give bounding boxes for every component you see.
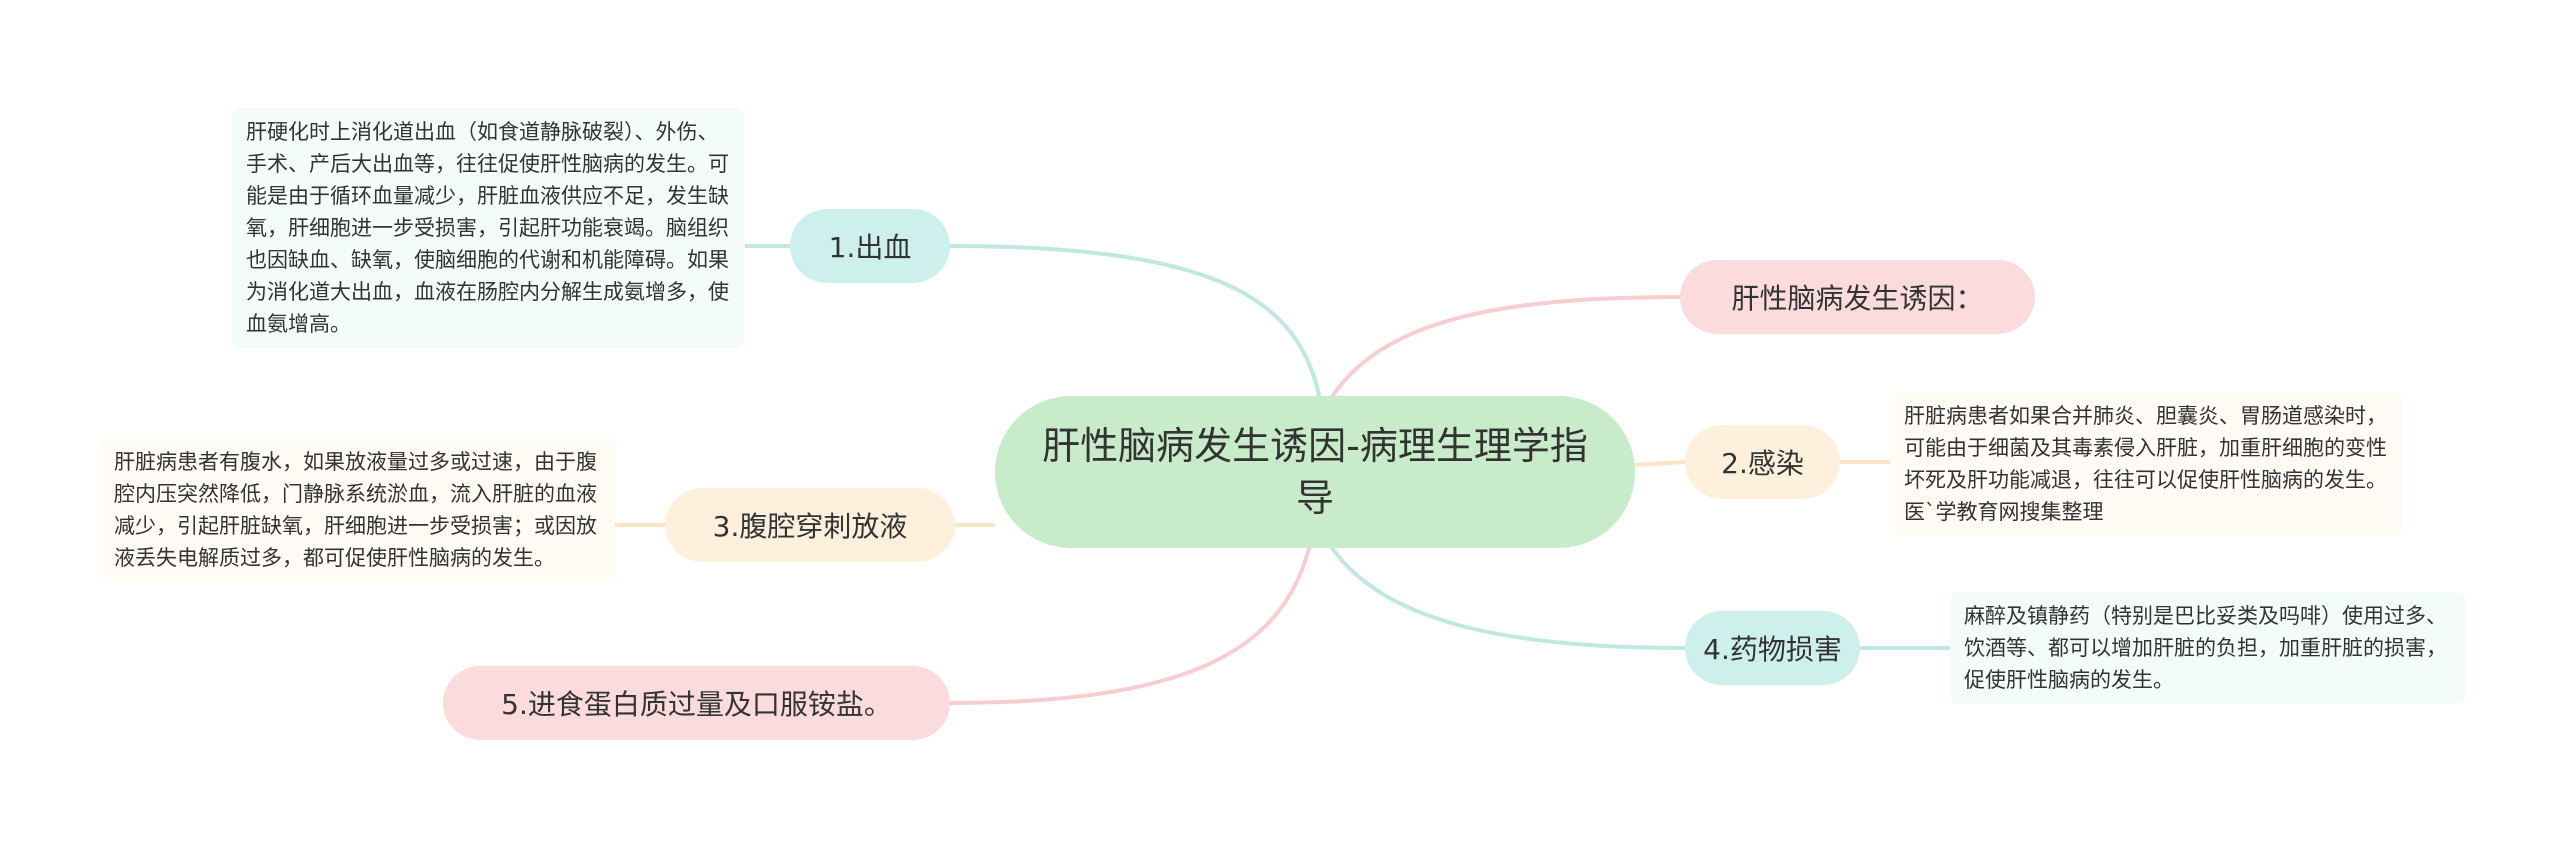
branch-bleeding-label: 1.出血 xyxy=(828,231,912,264)
note-paracentesis-text: 肝脏病患者有腹水，如果放液量过多或过速，由于腹腔内压突然降低，门静脉系统淤血，流… xyxy=(114,450,597,570)
link-drug xyxy=(1328,543,1686,650)
branch-paracentesis[interactable]: 3.腹腔穿刺放液 xyxy=(665,488,955,562)
branch-infection-label: 2.感染 xyxy=(1721,447,1804,480)
note-infection-text: 肝脏病患者如果合并肺炎、胆囊炎、胃肠道感染时，可能由于细菌及其毒素侵入肝脏，加重… xyxy=(1904,404,2387,524)
branch-bleeding[interactable]: 1.出血 xyxy=(790,209,950,283)
note-bleeding: 肝硬化时上消化道出血（如食道静脉破裂）、外伤、手术、产后大出血等，往往促使肝性脑… xyxy=(232,108,744,348)
link-protein xyxy=(949,544,1312,705)
branch-inducement-label: 肝性脑病发生诱因： xyxy=(1731,282,1984,315)
branch-protein[interactable]: 5.进食蛋白质过量及口服铵盐。 xyxy=(443,666,950,740)
branch-protein-label: 5.进食蛋白质过量及口服铵盐。 xyxy=(501,688,892,721)
branch-drug-label: 4.药物损害 xyxy=(1703,633,1842,666)
branch-infection[interactable]: 2.感染 xyxy=(1685,425,1840,499)
note-paracentesis: 肝脏病患者有腹水，如果放液量过多或过速，由于腹腔内压突然降低，门静脉系统淤血，流… xyxy=(100,438,615,582)
note-infection: 肝脏病患者如果合并肺炎、胆囊炎、胃肠道感染时，可能由于细菌及其毒素侵入肝脏，加重… xyxy=(1890,392,2402,536)
branch-inducement[interactable]: 肝性脑病发生诱因： xyxy=(1680,260,2035,334)
branch-drug[interactable]: 4.药物损害 xyxy=(1685,611,1860,685)
link-infection xyxy=(1634,460,1686,467)
link-bleeding xyxy=(949,244,1322,401)
branch-paracentesis-label: 3.腹腔穿刺放液 xyxy=(712,510,908,543)
central-topic[interactable]: 肝性脑病发生诱因-病理生理学指导 xyxy=(995,396,1635,548)
note-drug: 麻醉及镇静药（特别是巴比妥类及吗啡）使用过多、饮酒等、都可以增加肝脏的负担，加重… xyxy=(1950,592,2465,704)
note-drug-text: 麻醉及镇静药（特别是巴比妥类及吗啡）使用过多、饮酒等、都可以增加肝脏的负担，加重… xyxy=(1964,604,2447,692)
note-bleeding-text: 肝硬化时上消化道出血（如食道静脉破裂）、外伤、手术、产后大出血等，往往促使肝性脑… xyxy=(246,120,729,336)
link-inducement xyxy=(1328,295,1681,402)
central-topic-label: 肝性脑病发生诱因-病理生理学指导 xyxy=(1042,424,1588,520)
